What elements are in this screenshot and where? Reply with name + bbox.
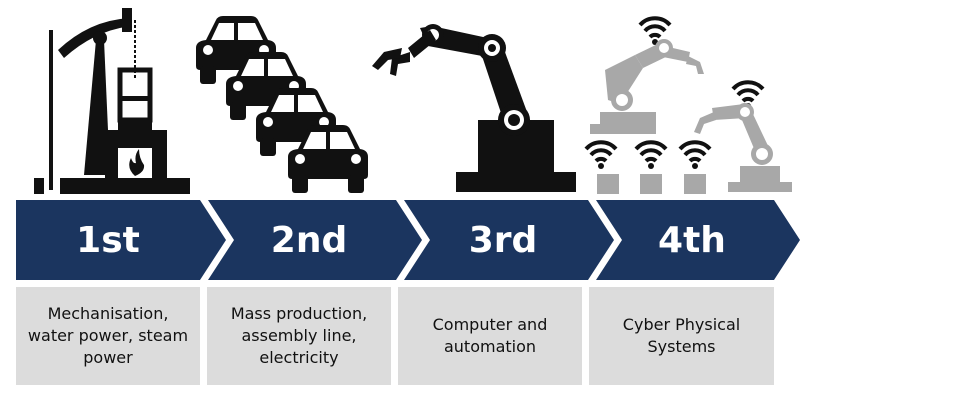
- timeline-segment-3: [404, 200, 614, 280]
- era-label-2nd: 2nd: [270, 219, 348, 261]
- connected-robots-icon: [584, 16, 792, 194]
- steam-engine-icon: [34, 8, 190, 194]
- assembly-line-cars-icon: [196, 16, 368, 193]
- timeline-segment-4: [596, 200, 800, 280]
- era-description-4th: Cyber Physical Systems: [589, 287, 774, 385]
- timeline-segment-1: [16, 200, 226, 280]
- era-description-2nd: Mass production, assembly line, electric…: [207, 287, 391, 385]
- robot-arm-icon: [372, 24, 576, 192]
- timeline-segment-2: [208, 200, 422, 280]
- timeline-arrow: [16, 200, 800, 280]
- era-label-4th: 4th: [658, 219, 726, 261]
- era-description-1st: Mechanisation, water power, steam power: [16, 287, 200, 385]
- era-description-text: Computer and automation: [432, 315, 548, 356]
- era-label-3rd: 3rd: [468, 219, 538, 261]
- era-description-3rd: Computer and automation: [398, 287, 582, 385]
- era-description-text: Mechanisation, water power, steam power: [27, 304, 189, 367]
- era-description-text: Cyber Physical Systems: [622, 315, 741, 356]
- era-label-1st: 1st: [76, 219, 140, 261]
- era-description-text: Mass production, assembly line, electric…: [230, 304, 368, 367]
